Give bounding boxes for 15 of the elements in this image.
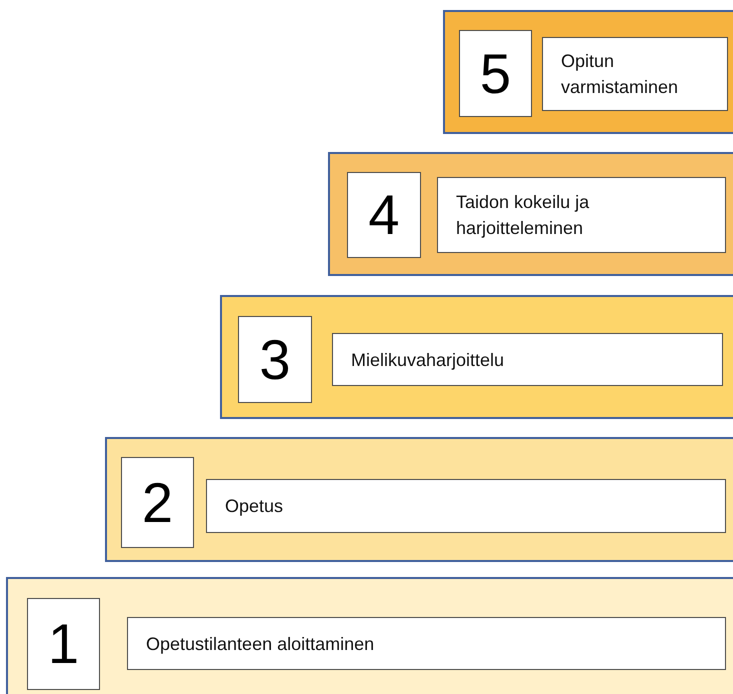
step-number: 1 <box>27 598 100 690</box>
step-label: Opitun varmistaminen <box>542 37 728 111</box>
step-band <box>105 437 733 562</box>
step-band <box>328 152 733 276</box>
step-number: 4 <box>347 172 421 258</box>
step-label: Opetustilanteen aloittaminen <box>127 617 726 670</box>
step-label: Mielikuvaharjoittelu <box>332 333 723 386</box>
step-number: 3 <box>238 316 312 403</box>
step-label: Taidon kokeilu ja harjoitteleminen <box>437 177 726 253</box>
step-band <box>220 295 733 419</box>
step-band <box>6 577 733 694</box>
step-number: 5 <box>459 30 532 117</box>
step-label: Opetus <box>206 479 726 533</box>
step-number: 2 <box>121 457 194 548</box>
step-band <box>443 10 733 134</box>
